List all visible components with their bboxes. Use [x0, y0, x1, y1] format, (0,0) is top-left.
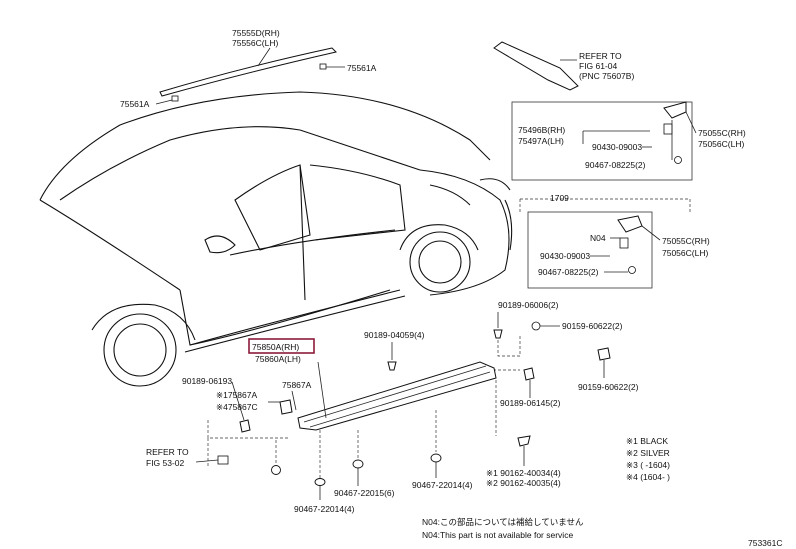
label-part-75867a-left[interactable]: ※175867A: [216, 390, 257, 400]
label-moulding-roof-lh[interactable]: 75556C(LH): [232, 38, 278, 48]
detail-box-2: [527, 211, 653, 289]
label-box2-clip[interactable]: 90467-08225(2): [538, 267, 599, 277]
legend-item-2: ※2 SILVER: [626, 448, 670, 458]
clip-75561a-left-icon[interactable]: [171, 95, 179, 102]
clip-90189-06006-icon[interactable]: [493, 329, 503, 339]
label-part-75867a-right[interactable]: 75867A: [282, 380, 312, 390]
highlight-box-75850a: [248, 338, 315, 354]
box2-part-icon[interactable]: [617, 215, 643, 274]
label-box1-left-rh[interactable]: 75496B(RH): [518, 125, 565, 135]
clip-90467-22014-bottom-icon[interactable]: [314, 478, 326, 486]
label-fig-61-04[interactable]: FIG 61-04: [579, 61, 618, 71]
label-pnc-75607b[interactable]: (PNC 75607B): [579, 71, 634, 81]
clip-90467-22014-mid-icon[interactable]: [430, 453, 442, 463]
legend-item-1: ※1 BLACK: [626, 436, 668, 446]
note-japanese: N04:この部品については補給していません: [422, 517, 584, 527]
clip-90467-22015-icon[interactable]: [352, 459, 364, 469]
label-refer-to-bottom[interactable]: REFER TO: [146, 447, 189, 457]
detail-box-1: [511, 101, 693, 181]
label-clip-90467-22014-bottom[interactable]: 90467-22014(4): [294, 504, 355, 514]
clip-90189-04059-icon[interactable]: [387, 361, 397, 371]
label-box-divider-code[interactable]: 1709: [550, 193, 569, 203]
clip-75561a-top-icon[interactable]: [319, 63, 327, 70]
clip-90159-60622-top-icon[interactable]: [531, 321, 541, 331]
label-box2-right-rh[interactable]: 75055C(RH): [662, 236, 710, 246]
label-clip-90467-22014-mid[interactable]: 90467-22014(4): [412, 480, 473, 490]
label-clip-90189-04059[interactable]: 90189-04059(4): [364, 330, 425, 340]
rocker-moulding-part[interactable]: [297, 361, 497, 431]
label-main-part-lh[interactable]: 75860A(LH): [255, 354, 301, 364]
legend-item-3: ※3 ( -1604): [626, 460, 670, 470]
label-clip-75561a-top[interactable]: 75561A: [347, 63, 377, 73]
label-fig-53-02[interactable]: FIG 53-02: [146, 458, 185, 468]
clip-left-icon-2[interactable]: [279, 399, 293, 415]
roof-moulding[interactable]: [159, 47, 337, 97]
label-clip-90159-60622-top[interactable]: 90159-60622(2): [562, 321, 623, 331]
label-part-75867c[interactable]: ※475867C: [216, 402, 258, 412]
clip-left-icon-1[interactable]: [239, 419, 251, 433]
legend-item-4: ※4 (1604- ): [626, 472, 670, 482]
label-screw-1[interactable]: ※1 90162-40034(4): [486, 468, 561, 478]
label-clip-90467-22015[interactable]: 90467-22015(6): [334, 488, 395, 498]
label-box2-right-lh[interactable]: 75056C(LH): [662, 248, 708, 258]
label-screw-2[interactable]: ※2 90162-40035(4): [486, 478, 561, 488]
clip-90189-06145-icon[interactable]: [523, 367, 535, 381]
clip-lower-left-icon[interactable]: [271, 465, 281, 475]
label-box1-left-lh[interactable]: 75497A(LH): [518, 136, 564, 146]
label-moulding-roof-rh[interactable]: 75555D(RH): [232, 28, 280, 38]
clip-refer-icon[interactable]: [217, 455, 229, 465]
label-clip-90189-06006[interactable]: 90189-06006(2): [498, 300, 559, 310]
label-box1-clip[interactable]: 90467-08225(2): [585, 160, 646, 170]
note-english: N04:This part is not available for servi…: [422, 530, 573, 540]
label-refer-to-top[interactable]: REFER TO: [579, 51, 622, 61]
box1-part-icon[interactable]: [663, 101, 687, 164]
label-clip-90159-60622-right[interactable]: 90159-60622(2): [578, 382, 639, 392]
rear-spoiler-reference[interactable]: [493, 41, 579, 91]
label-clip-75561a-left[interactable]: 75561A: [120, 99, 150, 109]
clip-90159-60622-right-icon[interactable]: [597, 347, 611, 361]
screw-icon[interactable]: [517, 435, 531, 447]
diagram-code: 753361C: [748, 538, 783, 548]
label-clip-90189-06145[interactable]: 90189-06145(2): [500, 398, 561, 408]
label-box2-n04[interactable]: N04: [590, 233, 606, 243]
label-box1-right-lh[interactable]: 75056C(LH): [698, 139, 744, 149]
label-box2-bolt[interactable]: 90430-09003: [540, 251, 590, 261]
label-box1-right-rh[interactable]: 75055C(RH): [698, 128, 746, 138]
label-main-part-rh[interactable]: 75850A(RH): [252, 342, 299, 352]
label-box1-bolt[interactable]: 90430-09003: [592, 142, 642, 152]
car-body-illustration: [39, 91, 513, 387]
label-clip-90189-06193[interactable]: 90189-06193: [182, 376, 232, 386]
